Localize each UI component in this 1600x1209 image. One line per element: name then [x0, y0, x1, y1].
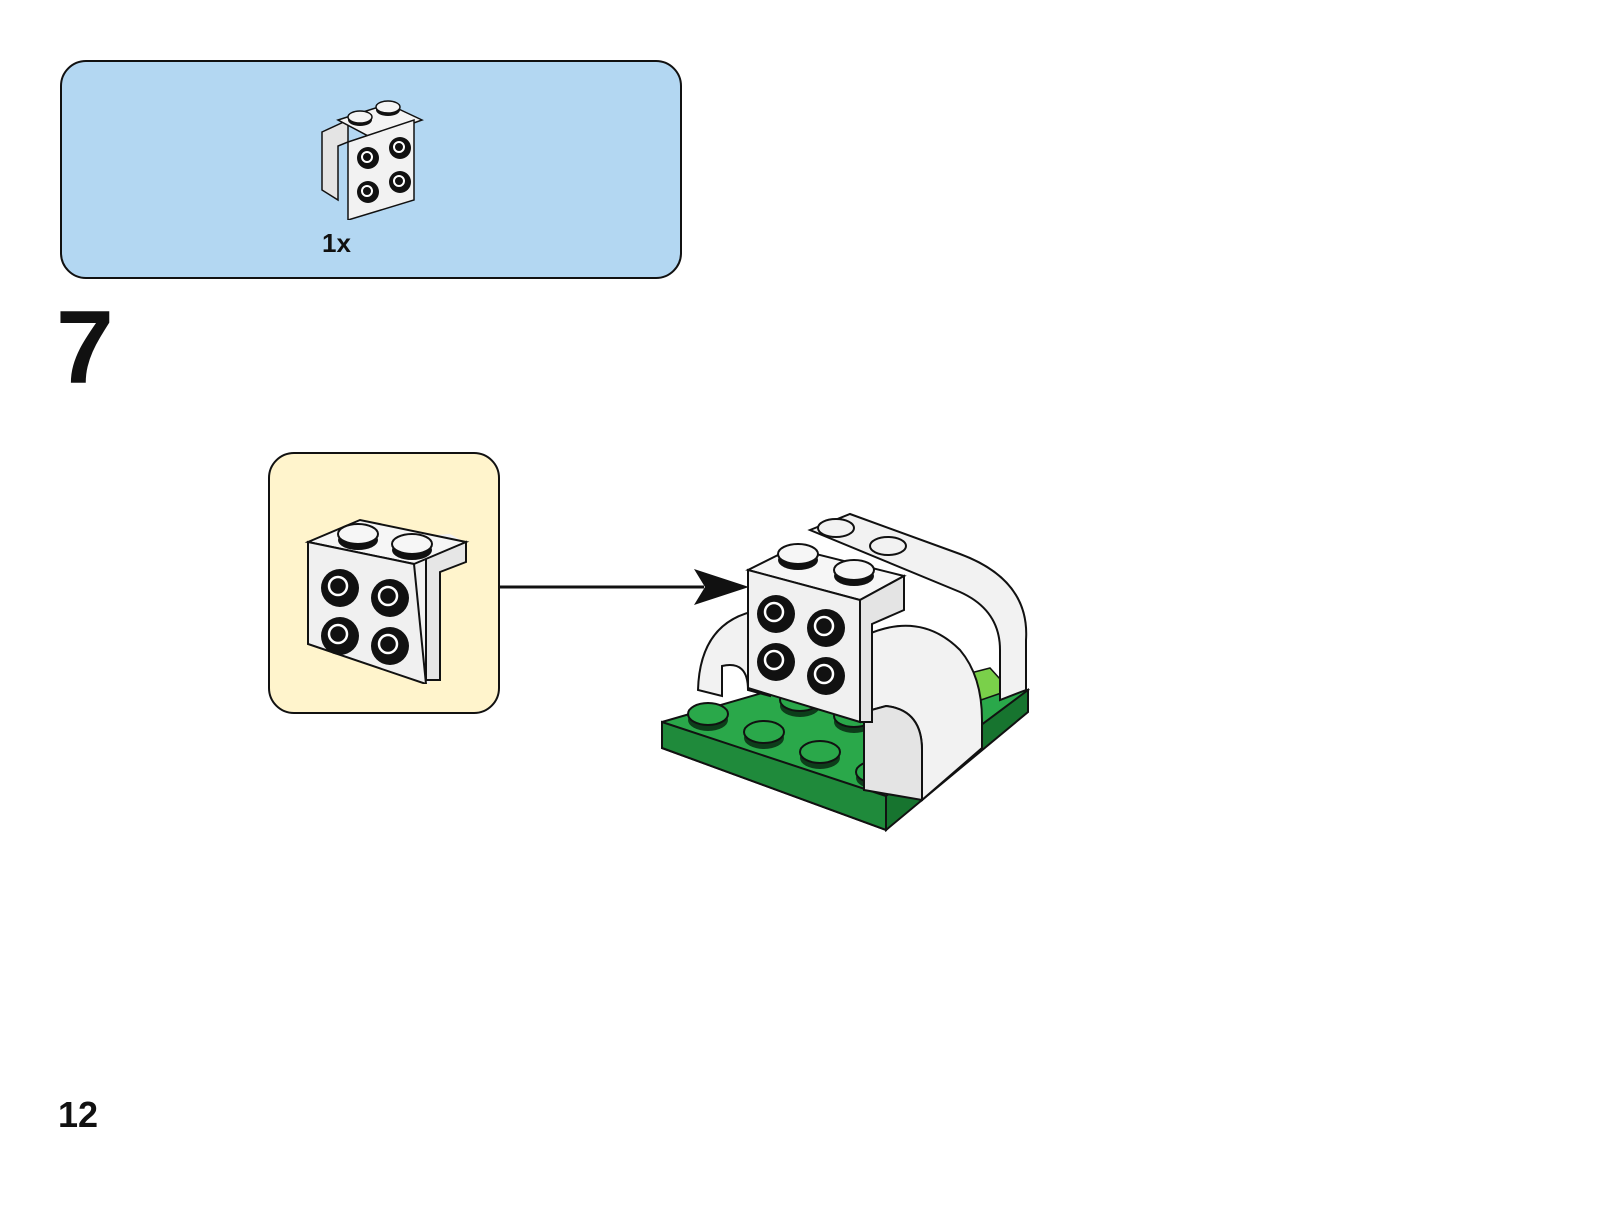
bracket-2x2-white-icon: [318, 90, 428, 220]
sub-assembly-callout: [268, 452, 500, 714]
part-quantity: 1x: [322, 228, 351, 259]
step-number: 7: [56, 296, 114, 400]
assembled-model-icon: [660, 500, 1040, 840]
bracket-2x2-white-icon: [300, 484, 470, 684]
page-number: 12: [58, 1094, 98, 1136]
parts-list-box: 1x: [60, 60, 682, 279]
